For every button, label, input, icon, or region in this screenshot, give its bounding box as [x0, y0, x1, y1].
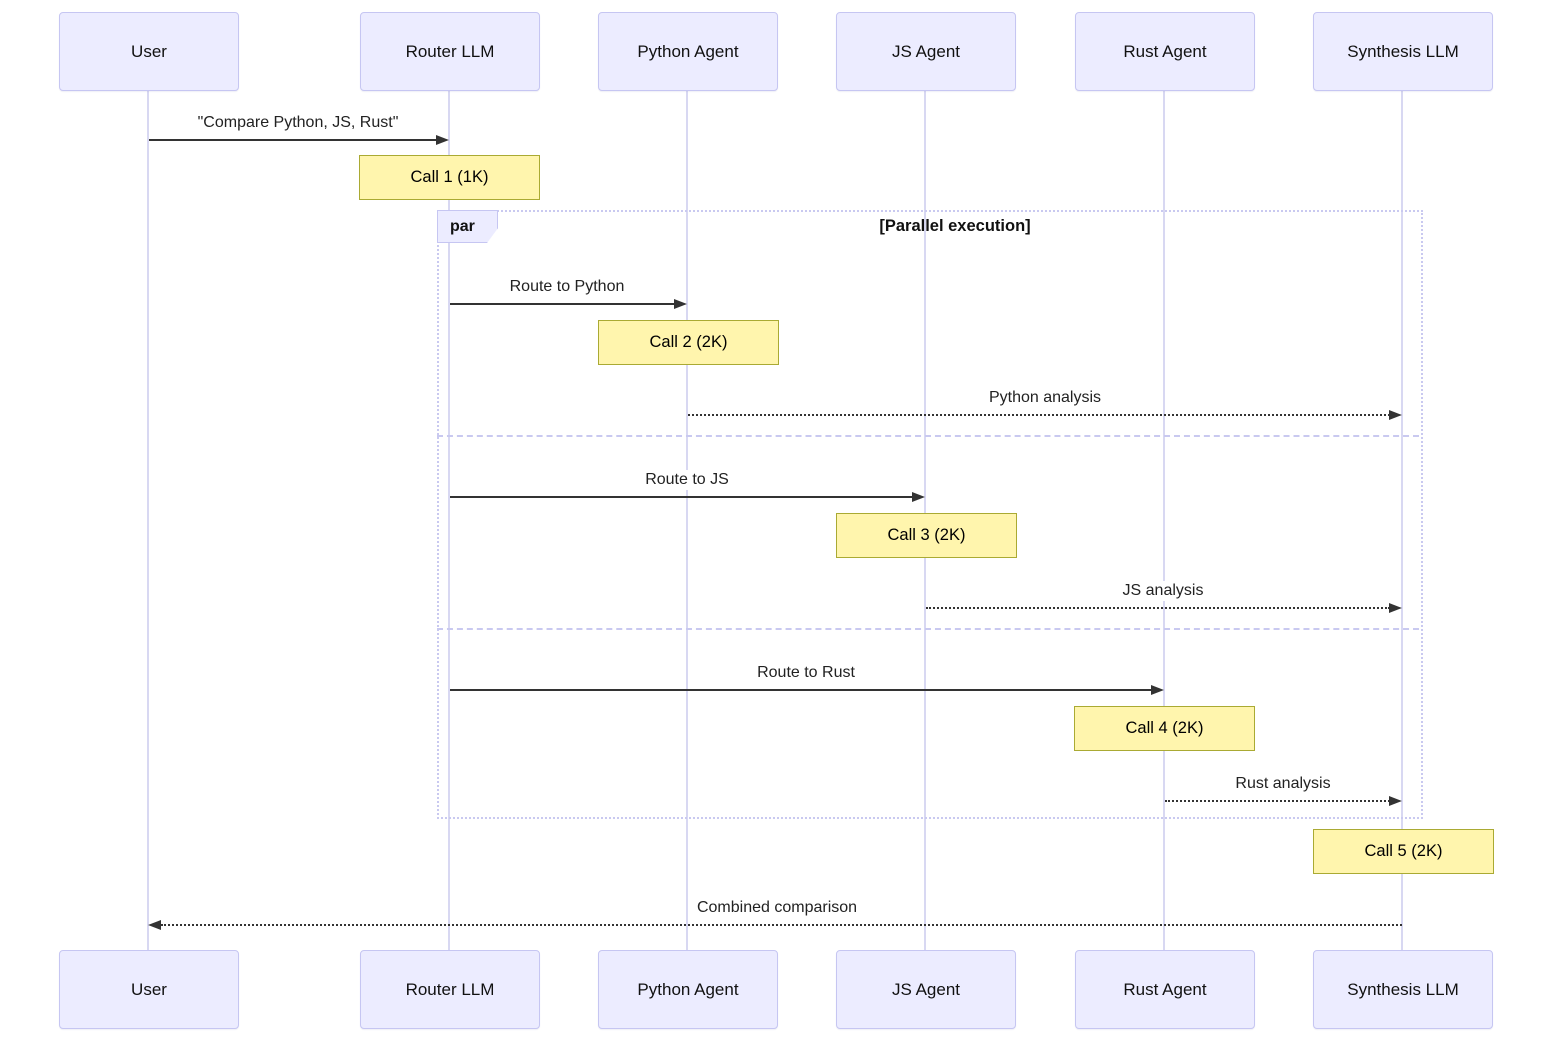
participant-top-user: User [59, 12, 239, 91]
par-condition-label: [Parallel execution] [879, 217, 1031, 235]
lifeline-python-agent [686, 89, 688, 950]
message-line-compare [149, 139, 437, 141]
message-line-route-rust [450, 689, 1152, 691]
note-label: Call 2 (2K) [649, 333, 728, 351]
arrowhead-icon [1389, 603, 1402, 613]
message-line-python-analysis [688, 414, 1390, 416]
message-label-route-rust: Route to Rust [754, 663, 858, 683]
participant-label: User [131, 979, 167, 999]
participant-label: Python Agent [637, 979, 739, 999]
note-call-2: Call 2 (2K) [598, 320, 779, 365]
message-line-rust-analysis [1165, 800, 1390, 802]
par-divider-2 [437, 628, 1419, 630]
note-label: Call 3 (2K) [887, 526, 966, 544]
message-label-route-js: Route to JS [642, 470, 732, 490]
lifeline-router-llm [448, 89, 450, 950]
participant-bottom-python-agent: Python Agent [598, 950, 778, 1029]
note-label: Call 5 (2K) [1364, 842, 1443, 860]
participant-label: Python Agent [637, 41, 739, 61]
message-label-route-python: Route to Python [506, 277, 628, 297]
arrowhead-icon [912, 492, 925, 502]
message-line-route-python [450, 303, 675, 305]
arrowhead-icon [148, 920, 161, 930]
participant-label: User [131, 41, 167, 61]
arrowhead-icon [1389, 796, 1402, 806]
participant-label: Rust Agent [1123, 41, 1207, 61]
message-line-combined-comparison [161, 924, 1402, 926]
message-line-js-analysis [926, 607, 1390, 609]
message-label-combined-comparison: Combined comparison [693, 898, 861, 918]
participant-bottom-rust-agent: Rust Agent [1075, 950, 1255, 1029]
lifeline-rust-agent [1163, 89, 1165, 950]
participant-top-python-agent: Python Agent [598, 12, 778, 91]
lifeline-user [147, 89, 149, 950]
par-block [437, 210, 1423, 819]
message-label-rust-analysis: Rust analysis [1232, 774, 1334, 794]
participant-top-js-agent: JS Agent [836, 12, 1016, 91]
par-label: par [450, 217, 475, 235]
message-label-compare: "Compare Python, JS, Rust" [194, 113, 402, 133]
participant-bottom-js-agent: JS Agent [836, 950, 1016, 1029]
message-label-js-analysis: JS analysis [1119, 581, 1207, 601]
note-call-4: Call 4 (2K) [1074, 706, 1255, 751]
participant-label: Router LLM [405, 41, 495, 61]
participant-top-router-llm: Router LLM [360, 12, 540, 91]
par-divider-1 [437, 435, 1419, 437]
note-call-3: Call 3 (2K) [836, 513, 1017, 558]
participant-label: Synthesis LLM [1347, 979, 1459, 999]
participant-label: Rust Agent [1123, 979, 1207, 999]
note-label: Call 4 (2K) [1125, 719, 1204, 737]
message-label-python-analysis: Python analysis [985, 388, 1105, 408]
message-line-route-js [450, 496, 913, 498]
participant-top-rust-agent: Rust Agent [1075, 12, 1255, 91]
arrowhead-icon [1389, 410, 1402, 420]
note-call-5: Call 5 (2K) [1313, 829, 1494, 874]
note-call-1: Call 1 (1K) [359, 155, 540, 200]
participant-bottom-user: User [59, 950, 239, 1029]
arrowhead-icon [436, 135, 449, 145]
note-label: Call 1 (1K) [410, 168, 489, 186]
participant-bottom-router-llm: Router LLM [360, 950, 540, 1029]
lifeline-synthesis-llm [1401, 89, 1403, 950]
participant-label: Router LLM [405, 979, 495, 999]
participant-label: JS Agent [891, 41, 961, 61]
arrowhead-icon [1151, 685, 1164, 695]
participant-top-synthesis-llm: Synthesis LLM [1313, 12, 1493, 91]
participant-bottom-synthesis-llm: Synthesis LLM [1313, 950, 1493, 1029]
participant-label: Synthesis LLM [1347, 41, 1459, 61]
participant-label: JS Agent [891, 979, 961, 999]
arrowhead-icon [674, 299, 687, 309]
par-label-tab: par [437, 210, 498, 243]
